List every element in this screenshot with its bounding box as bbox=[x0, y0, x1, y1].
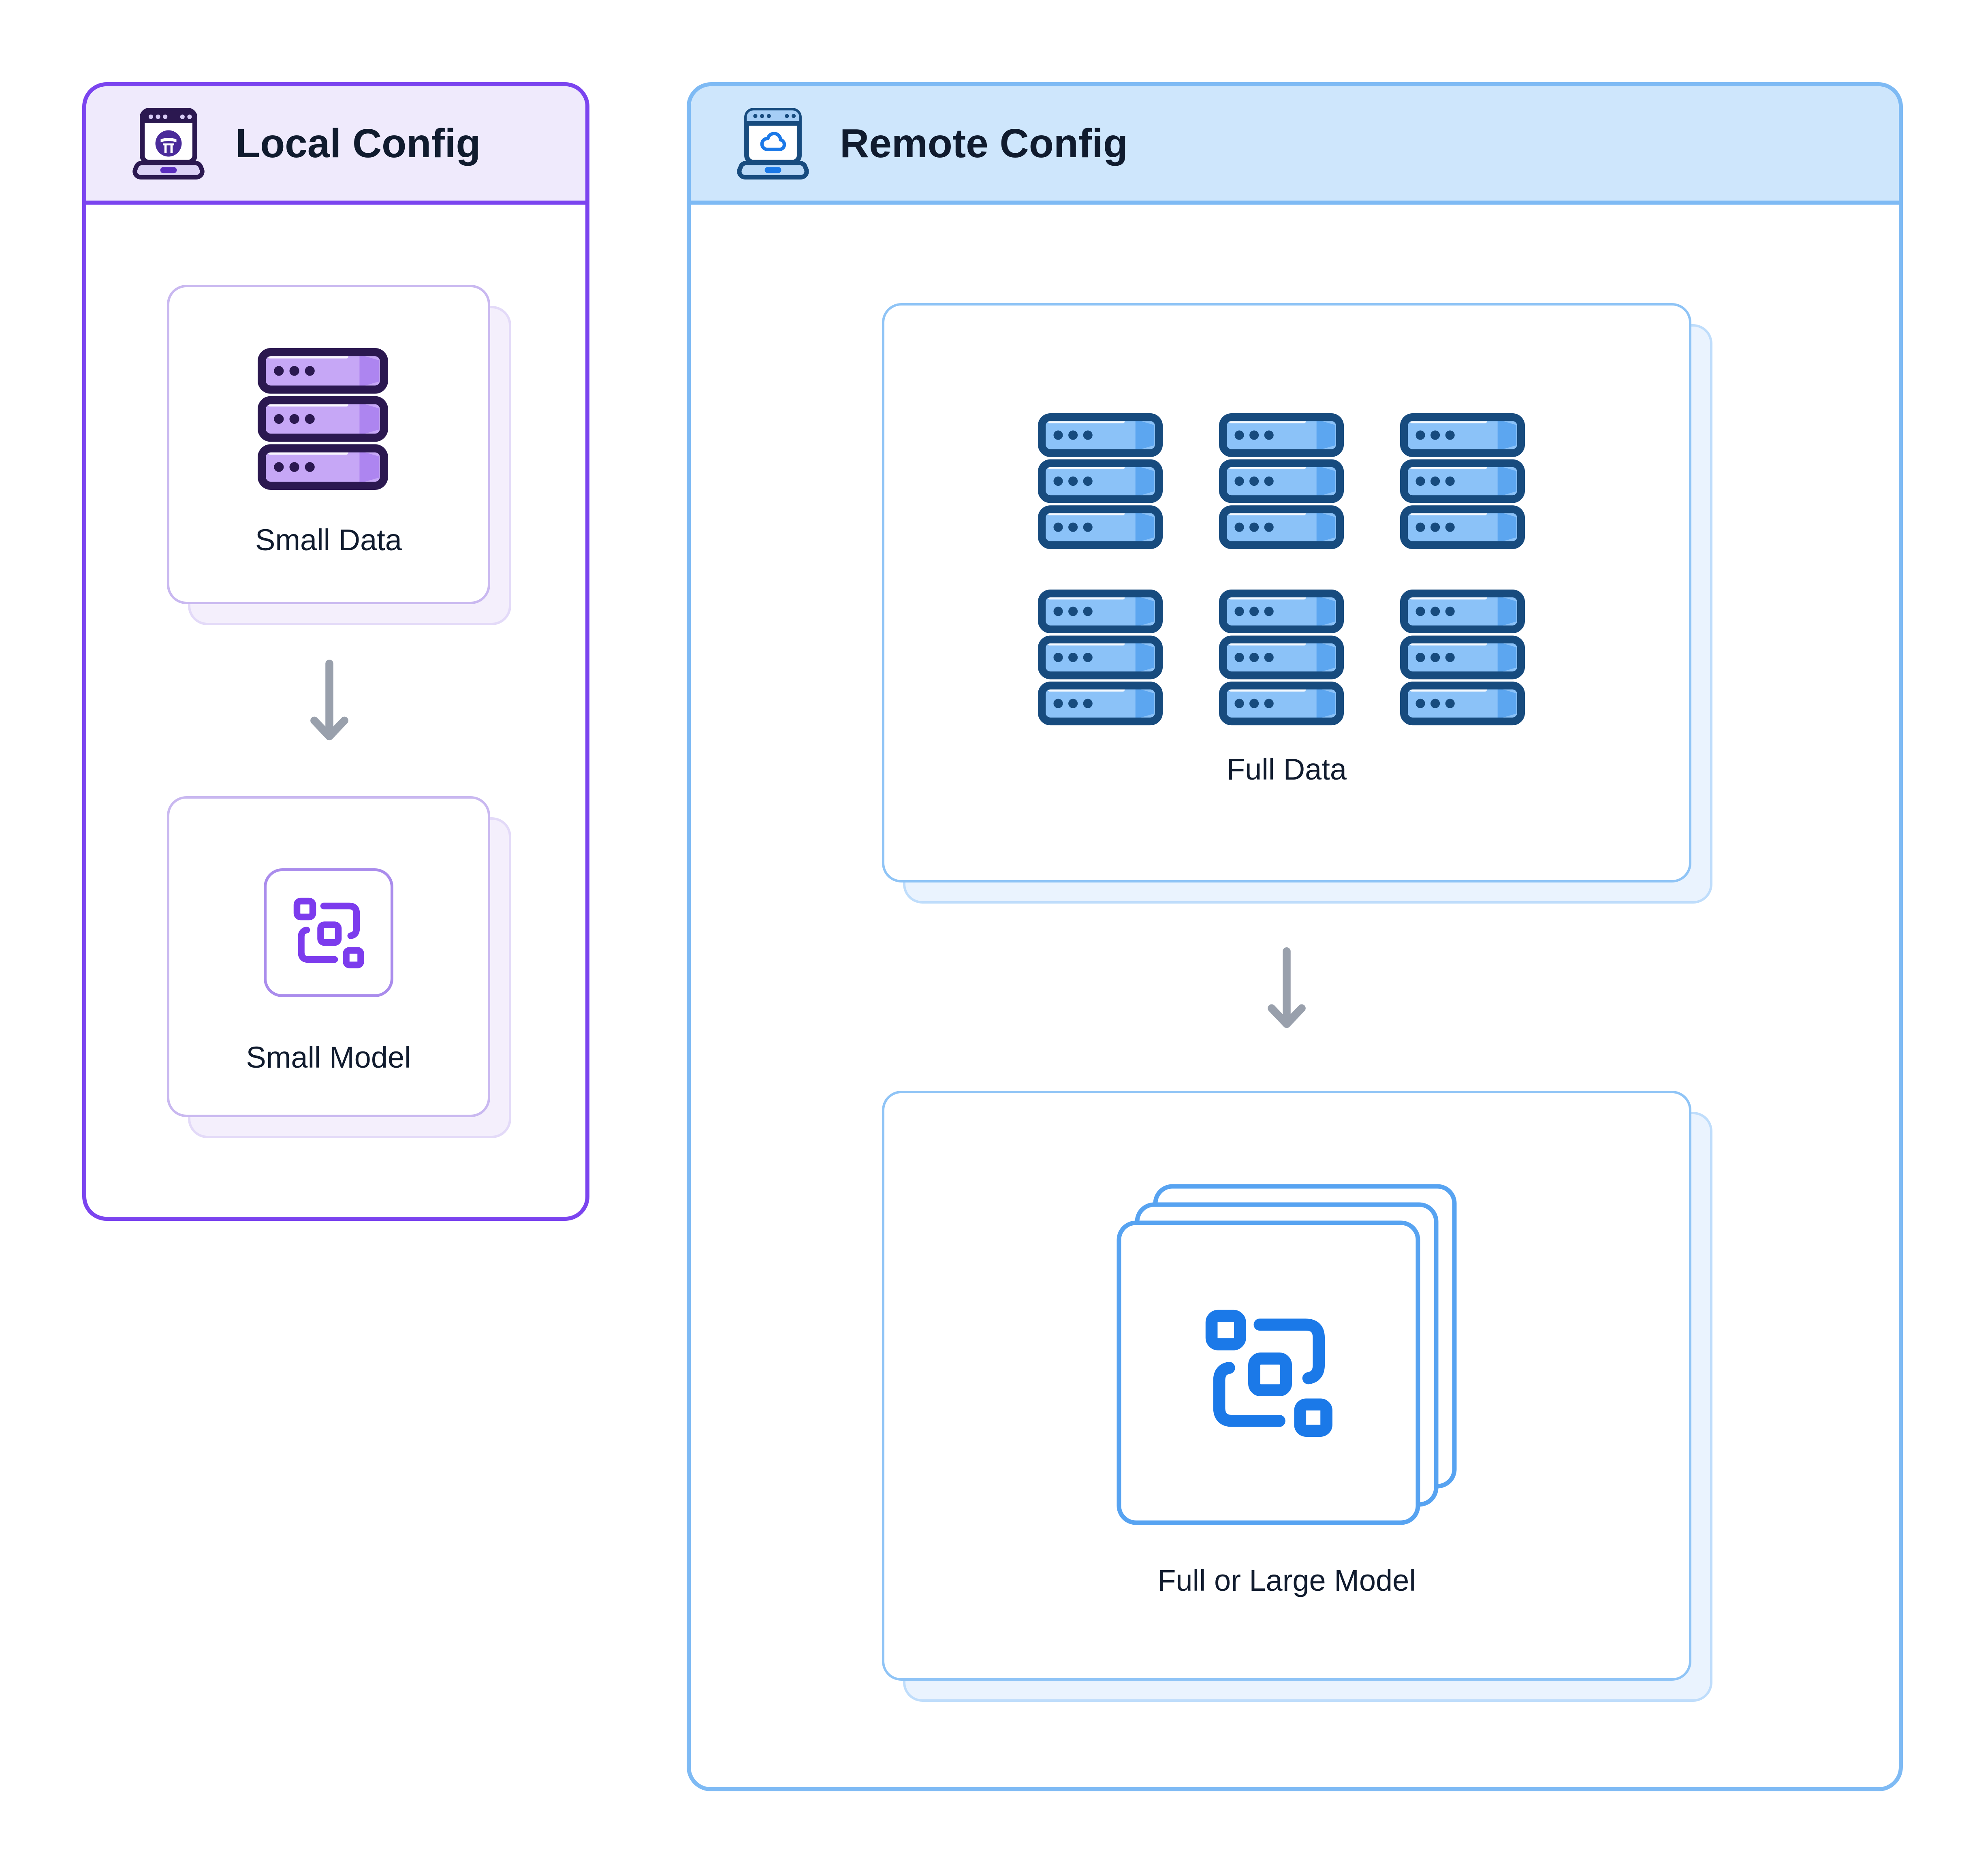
database-server-icon bbox=[1400, 590, 1525, 726]
remote-config-title: Remote Config bbox=[840, 120, 1128, 166]
small-data-card: Small Data bbox=[167, 285, 511, 625]
laptop-cloud-icon bbox=[737, 108, 809, 179]
server-grid bbox=[1035, 413, 1538, 726]
arrow-down-icon bbox=[310, 660, 348, 741]
database-server-icon bbox=[1038, 590, 1163, 726]
full-or-large-model-card-face: Full or Large Model bbox=[882, 1091, 1691, 1681]
model-workflow-icon bbox=[293, 897, 364, 968]
full-data-card: Full Data bbox=[882, 303, 1712, 904]
database-server-icon bbox=[1400, 413, 1525, 549]
database-server-icon bbox=[1219, 590, 1344, 726]
full-data-label: Full Data bbox=[1226, 752, 1347, 786]
stacked-model-cards-icon bbox=[1117, 1184, 1457, 1525]
small-model-card-face: Small Model bbox=[167, 796, 490, 1117]
laptop-torii-logo-icon bbox=[132, 108, 205, 179]
full-data-card-face: Full Data bbox=[882, 303, 1691, 882]
full-or-large-model-card: Full or Large Model bbox=[882, 1091, 1712, 1702]
model-icon-frame bbox=[264, 868, 393, 997]
database-server-icon bbox=[1219, 413, 1344, 549]
server-icon-slot bbox=[255, 348, 402, 493]
small-model-card: Small Model bbox=[167, 796, 511, 1138]
small-data-card-face: Small Data bbox=[167, 285, 490, 604]
small-model-label: Small Model bbox=[246, 1041, 411, 1074]
full-or-large-model-label: Full or Large Model bbox=[1157, 1564, 1416, 1597]
arrow-down-icon bbox=[1268, 947, 1306, 1028]
small-data-label: Small Data bbox=[255, 523, 402, 557]
local-config-header: Local Config bbox=[86, 86, 585, 205]
remote-config-header: Remote Config bbox=[691, 86, 1899, 205]
model-workflow-icon bbox=[1205, 1310, 1332, 1437]
local-config-title: Local Config bbox=[235, 120, 481, 166]
database-server-icon bbox=[258, 348, 388, 490]
database-server-icon bbox=[1038, 413, 1163, 549]
